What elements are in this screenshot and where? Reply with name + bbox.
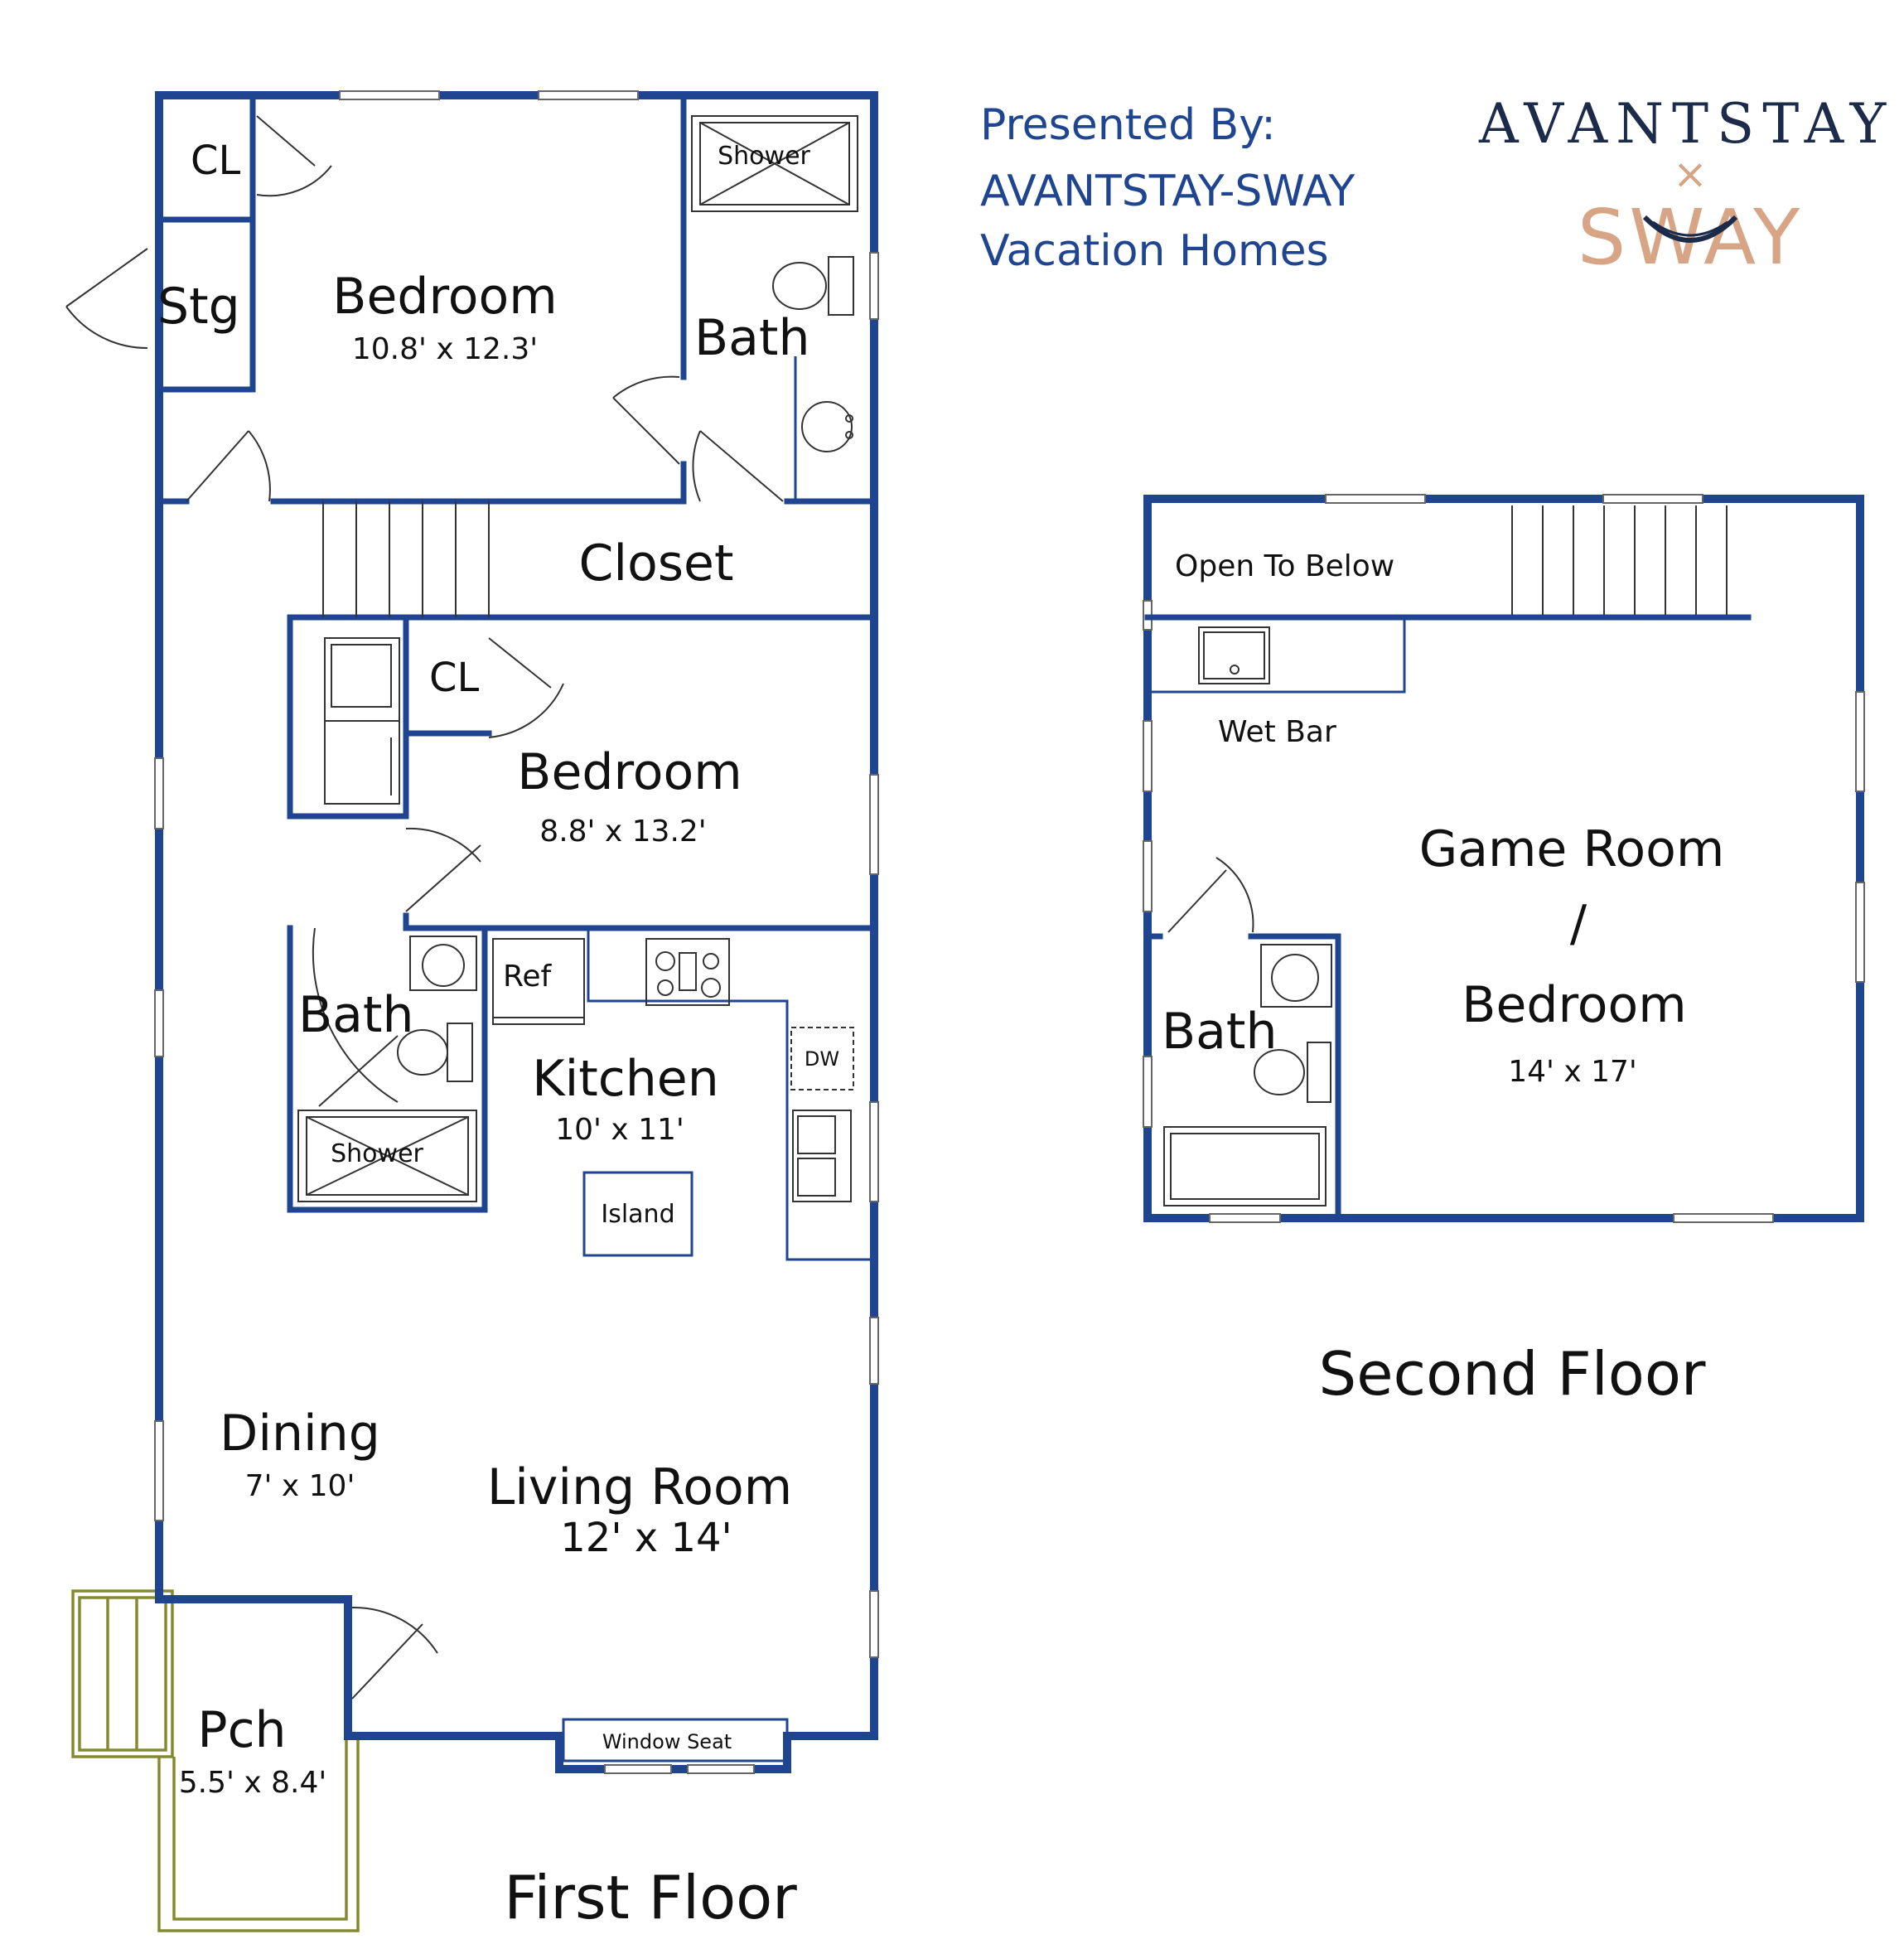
second-floor: Open To Below Wet Bar Game Room / Bedroo… [1143, 494, 1865, 1409]
second-floor-interior-walls [1144, 614, 1752, 1221]
island-label: Island [601, 1200, 674, 1229]
brand-separator: × [1673, 150, 1708, 198]
brand-logo: AVANTSTAY × SWAY [1478, 92, 1894, 282]
cl-mid-label: CL [429, 655, 480, 701]
second-floor-doors [1167, 857, 1254, 933]
second-floor-stairs [1511, 505, 1728, 615]
living-name: Living Room [487, 1458, 792, 1516]
first-floor: CL Stg Bedroom 10.8' x 12.3' Shower Bath… [65, 90, 879, 1932]
brand-bottom-text: SWAY [1578, 193, 1803, 282]
presenter-block: Presented By: AVANTSTAY-SWAY Vacation Ho… [980, 100, 1355, 276]
dw-label: DW [805, 1047, 839, 1071]
first-floor-doors [65, 115, 784, 1700]
bath2-label: Bath [298, 986, 413, 1044]
presenter-line3: Vacation Homes [980, 226, 1329, 276]
presenter-line1: Presented By: [980, 100, 1276, 150]
porch-outline [71, 1589, 360, 1932]
second-bath-label: Bath [1162, 1003, 1277, 1061]
first-floor-windows [154, 90, 879, 1774]
game-room-line3: Bedroom [1462, 976, 1686, 1034]
storage-label: Stg [157, 278, 240, 336]
shower2-label: Shower [331, 1139, 423, 1168]
window-seat-label: Window Seat [602, 1730, 732, 1753]
game-room-line2: / [1570, 895, 1587, 953]
first-floor-interior-walls [156, 92, 877, 1261]
open-to-below-label: Open To Below [1175, 549, 1394, 583]
second-floor-fixtures [1163, 626, 1332, 1206]
first-floor-caption: First Floor [504, 1863, 797, 1932]
cl-top-label: CL [191, 138, 241, 184]
bedroom1-size: 10.8' x 12.3' [352, 332, 538, 366]
dining-size: 7' x 10' [245, 1469, 355, 1503]
bedroom1-name: Bedroom [332, 268, 557, 326]
second-floor-caption: Second Floor [1319, 1339, 1706, 1409]
first-floor-fixtures [297, 115, 858, 1763]
hammock-icon [1642, 215, 1738, 243]
porch-name: Pch [197, 1701, 286, 1759]
living-size: 12' x 14' [560, 1515, 732, 1561]
hammock-icon-inner [1652, 220, 1728, 237]
bedroom2-size: 8.8' x 13.2' [539, 815, 706, 849]
second-floor-labels: Open To Below Wet Bar Game Room / Bedroo… [1162, 549, 1724, 1409]
presenter-line2: AVANTSTAY-SWAY [980, 167, 1355, 216]
brand-top-text: AVANTSTAY [1478, 92, 1894, 156]
kitchen-size: 10' x 11' [555, 1113, 684, 1147]
game-room-line1: Game Room [1419, 820, 1725, 878]
ref-label: Ref [503, 960, 553, 994]
bedroom2-name: Bedroom [517, 743, 742, 801]
dining-name: Dining [220, 1405, 380, 1463]
porch-size: 5.5' x 8.4' [179, 1766, 327, 1800]
wet-bar-label: Wet Bar [1218, 715, 1336, 749]
first-floor-stairs [322, 501, 490, 617]
kitchen-name: Kitchen [532, 1050, 719, 1108]
bath1-label: Bath [694, 309, 809, 367]
closet-label: Closet [579, 534, 734, 592]
shower1-label: Shower [718, 142, 810, 171]
first-floor-labels: CL Stg Bedroom 10.8' x 12.3' Shower Bath… [157, 138, 839, 1932]
game-room-size: 14' x 17' [1508, 1055, 1637, 1089]
